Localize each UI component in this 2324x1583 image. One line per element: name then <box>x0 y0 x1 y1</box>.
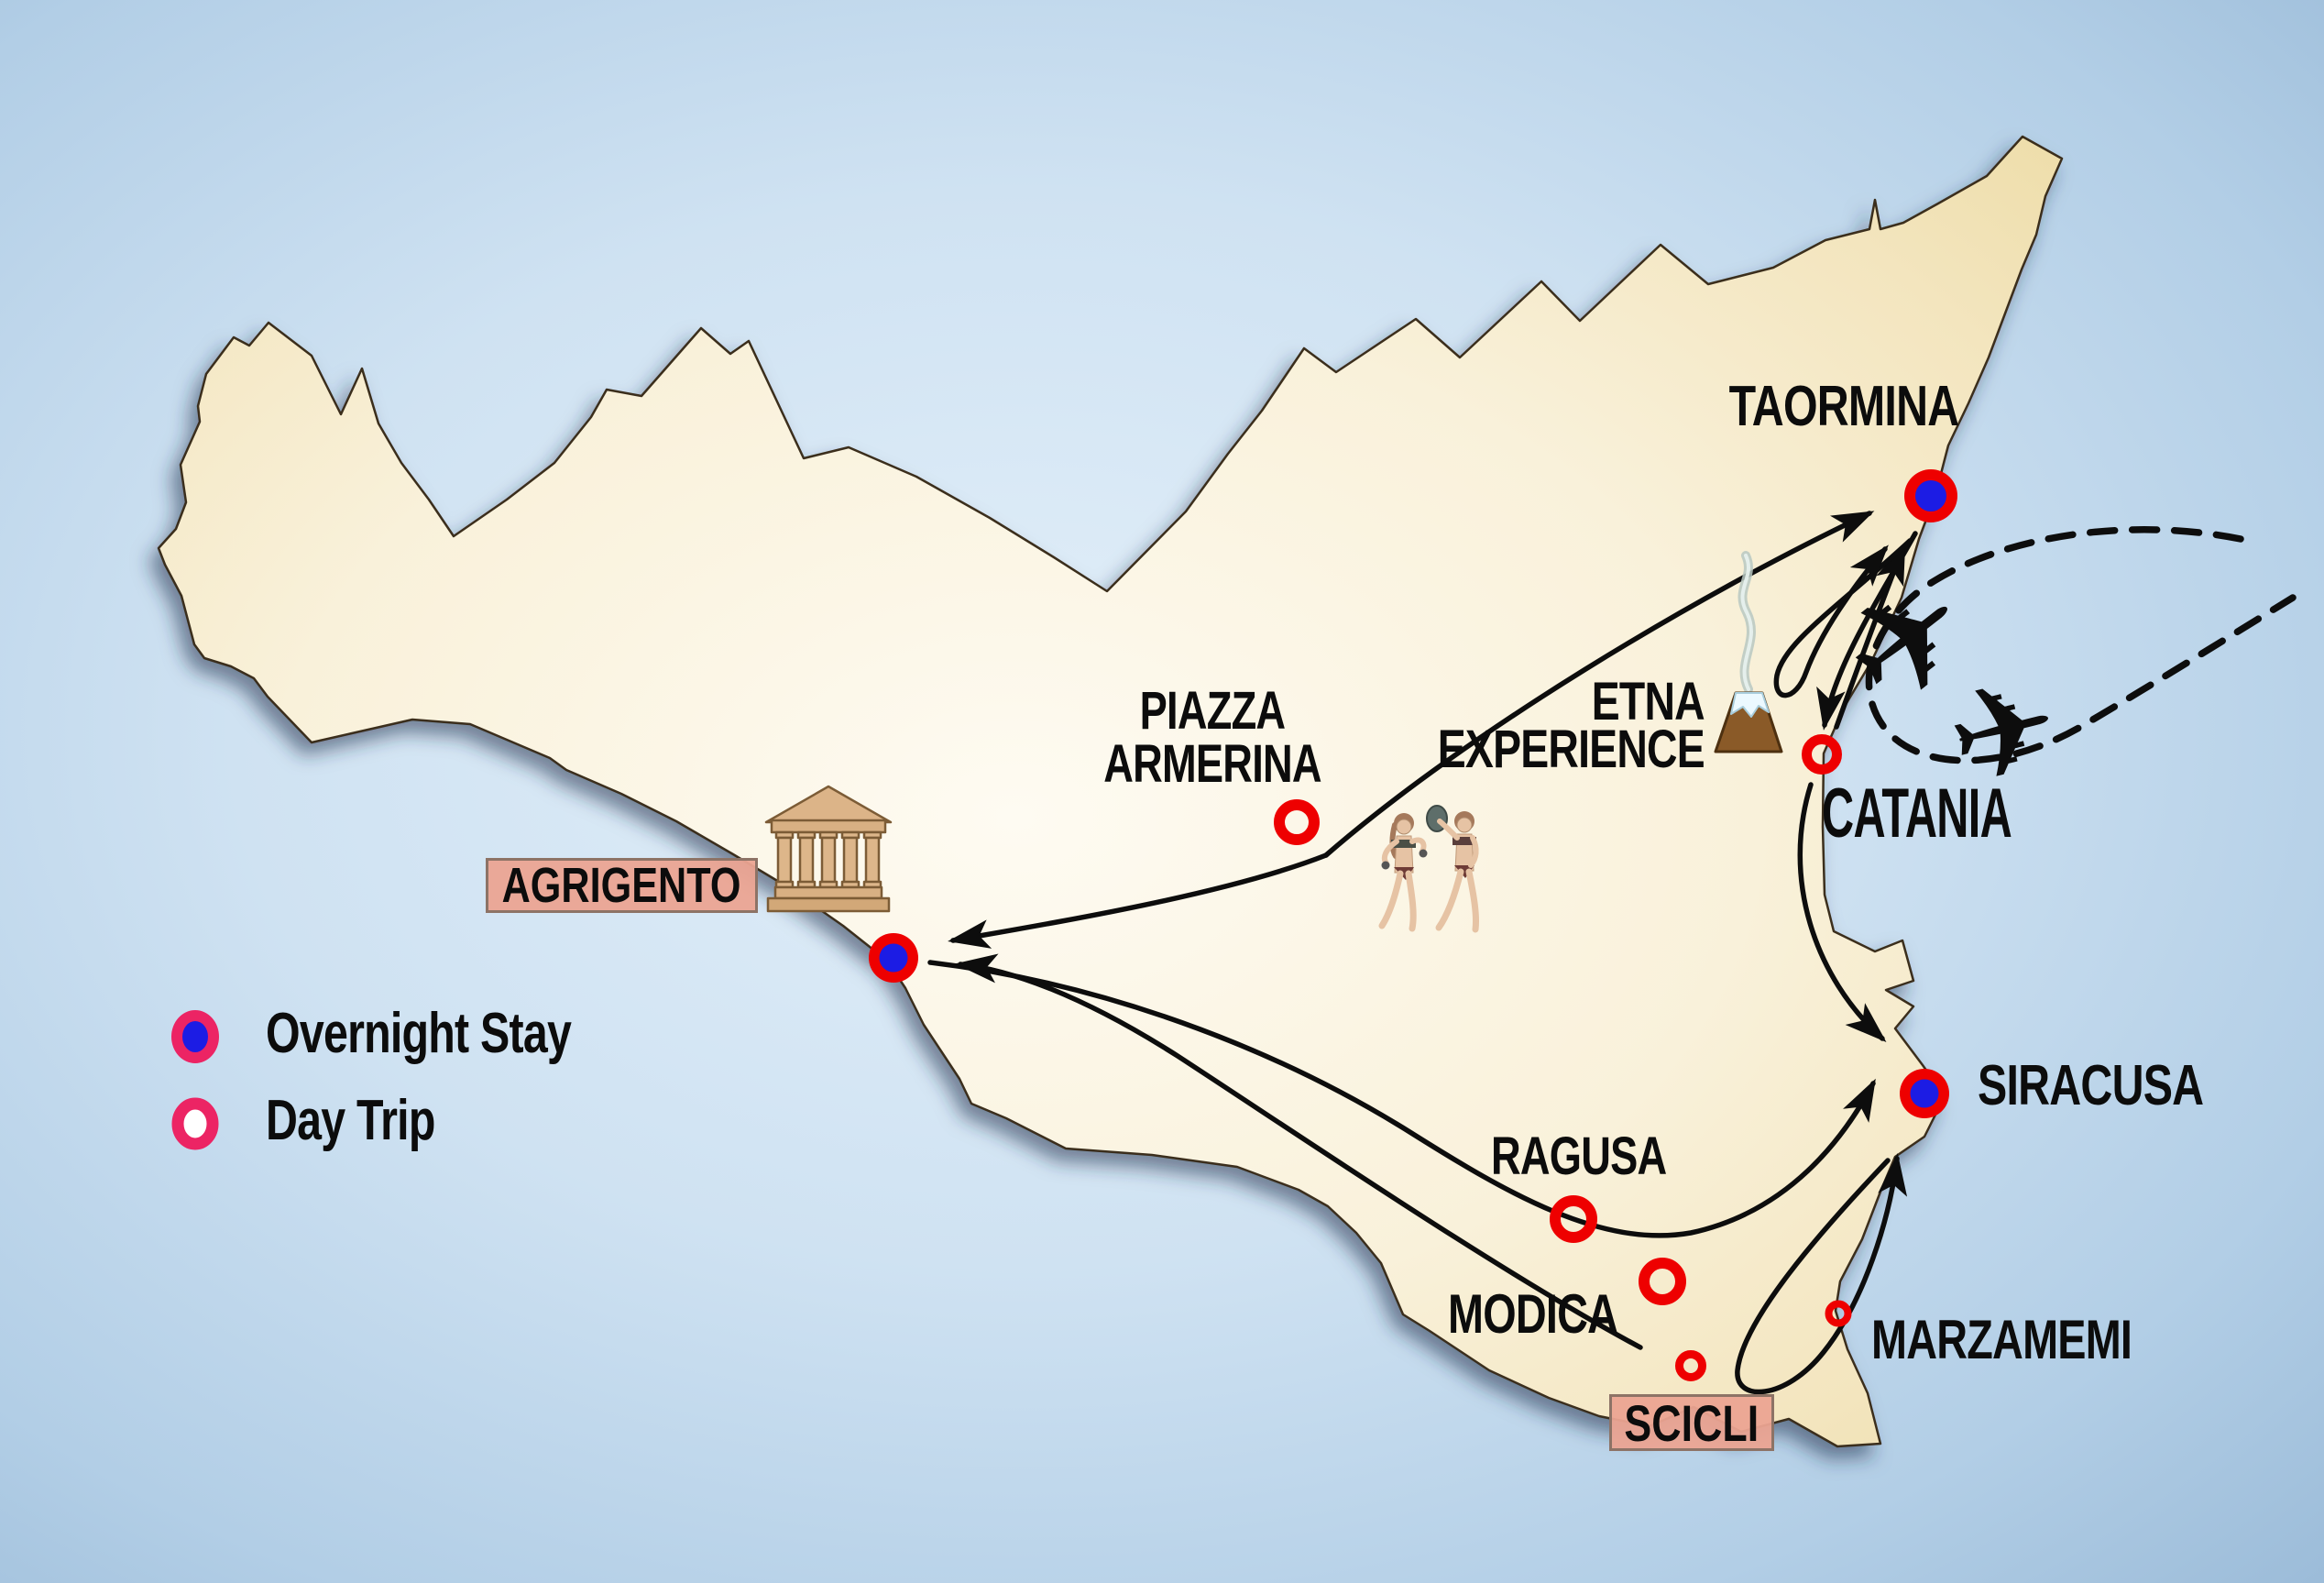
label-agrigento-box: AGRIGENTO <box>486 858 758 913</box>
marker-scicli-daytrip <box>1675 1350 1706 1381</box>
volcano-icon <box>1714 551 1783 753</box>
route-armerina-to-agrigento <box>948 852 1329 949</box>
label-ragusa: RAGUSA <box>1491 1127 1667 1186</box>
route-scicli-to-agrigento <box>955 953 1643 1350</box>
label-etna-line2: EXPERIENCE <box>1437 720 1705 779</box>
label-scicli-box: SCICLI <box>1609 1393 1774 1452</box>
legend-overnight-label: Overnight Stay <box>266 1002 572 1065</box>
label-piazza-line1: PIAZZA <box>1139 681 1286 741</box>
route-arrows <box>927 511 1918 1395</box>
route-catania-to-taormina <box>1834 542 1906 730</box>
flight-path-dashed <box>1865 526 2297 764</box>
label-taormina: TAORMINA <box>1728 375 1960 438</box>
route-agrigento-to-siracusa <box>927 960 1876 1238</box>
label-etna-experience: ETNA EXPERIENCE <box>1437 672 1705 779</box>
label-catania: CATANIA <box>1822 775 2012 852</box>
route-taormina-etna-loop <box>1773 538 1913 698</box>
mosaic-girls-icon <box>1378 805 1479 933</box>
route-armerina-to-taormina <box>1323 511 1875 858</box>
marker-catania-daytrip <box>1802 734 1842 775</box>
temple-icon <box>764 785 893 913</box>
label-piazza-line2: ARMERINA <box>1103 734 1321 794</box>
marker-modica-daytrip <box>1639 1258 1686 1305</box>
label-scicli: SCICLI <box>1624 1393 1759 1452</box>
sicily-island-shape <box>157 135 2064 1448</box>
route-catania-to-siracusa <box>1797 782 1887 1043</box>
label-piazza-armerina: PIAZZA ARMERINA <box>1103 685 1321 791</box>
legend-overnight-marker <box>171 1010 219 1063</box>
label-siracusa: SIRACUSA <box>1978 1054 2204 1117</box>
marker-marzamemi-daytrip <box>1825 1300 1852 1327</box>
marker-taormina-overnight <box>1904 469 1957 522</box>
label-modica: MODICA <box>1448 1283 1618 1345</box>
marker-ragusa-daytrip <box>1550 1195 1597 1243</box>
marker-siracusa-overnight <box>1900 1069 1949 1118</box>
label-agrigento: AGRIGENTO <box>502 858 741 913</box>
marker-agrigento-overnight <box>869 933 918 983</box>
legend-daytrip-marker <box>171 1097 219 1150</box>
legend-daytrip-label: Day Trip <box>266 1089 435 1152</box>
label-marzamemi: MARZAMEMI <box>1871 1309 2132 1370</box>
label-etna-line1: ETNA <box>1591 672 1705 731</box>
marker-piazza-armerina-daytrip <box>1274 799 1320 845</box>
route-siracusa-marzamemi-loop <box>1735 1153 1908 1395</box>
